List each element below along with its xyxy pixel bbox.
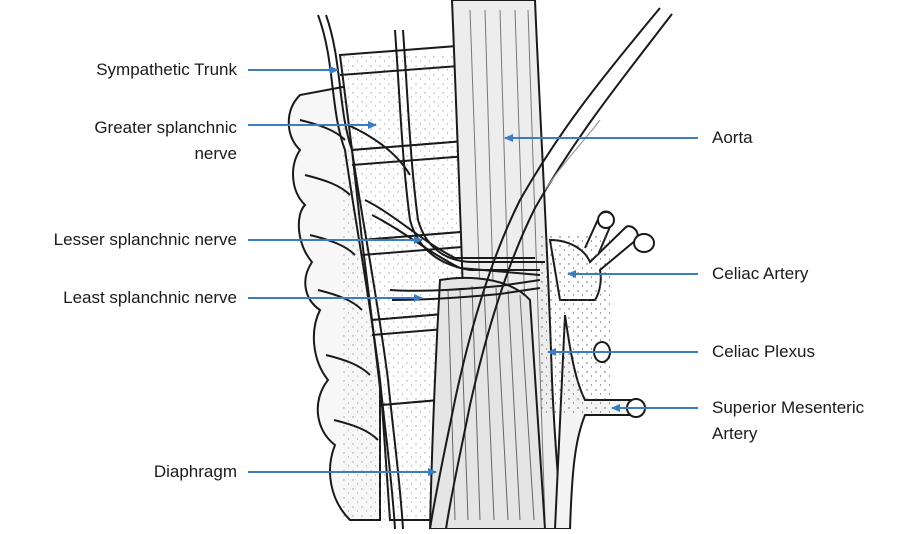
- diaphragm-crus: [430, 278, 545, 529]
- label-least-splanchnic: Least splanchnic nerve: [63, 287, 237, 309]
- label-celiac-artery: Celiac Artery: [712, 263, 808, 285]
- celiac-vessels: [540, 211, 654, 529]
- label-superior-mesenteric-line1: Superior Mesenteric: [712, 397, 864, 419]
- label-greater-splanchnic-line2: nerve: [194, 143, 237, 165]
- label-lesser-splanchnic: Lesser splanchnic nerve: [54, 229, 237, 251]
- label-diaphragm: Diaphragm: [154, 461, 237, 483]
- label-greater-splanchnic-line1: Greater splanchnic: [94, 117, 237, 139]
- label-superior-mesenteric-line2: Artery: [712, 423, 757, 445]
- label-aorta: Aorta: [712, 127, 753, 149]
- label-celiac-plexus: Celiac Plexus: [712, 341, 815, 363]
- label-sympathetic-trunk: Sympathetic Trunk: [96, 59, 237, 81]
